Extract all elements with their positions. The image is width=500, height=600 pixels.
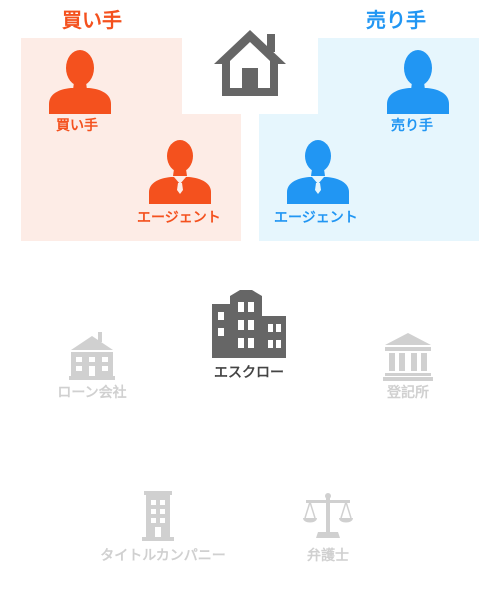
seller-panel: [318, 38, 479, 241]
buyer-agent-icon: [147, 138, 213, 204]
tall-building-icon: [140, 491, 176, 541]
bank-building-icon: [67, 330, 117, 380]
seller-person-icon: [385, 48, 451, 114]
office-buildings-icon: [212, 290, 286, 358]
house-icon: [210, 26, 290, 98]
government-building-icon: [383, 331, 433, 381]
buyer-person-label: 買い手: [56, 118, 98, 134]
seller-agent-icon: [285, 138, 351, 204]
escrow-label: エスクロー: [214, 365, 284, 381]
seller-person-label: 売り手: [391, 118, 433, 134]
buyer-title: 買い手: [62, 8, 122, 32]
registry-office-label: 登記所: [387, 385, 429, 401]
title-company-label: タイトルカンパニー: [100, 548, 226, 564]
seller-agent-label: エージェント: [274, 210, 358, 226]
scales-icon: [302, 492, 354, 538]
buyer-person-icon: [47, 48, 113, 114]
loan-company-label: ローン会社: [57, 385, 127, 401]
buyer-panel: [21, 38, 182, 241]
buyer-agent-label: エージェント: [137, 210, 221, 226]
seller-title: 売り手: [366, 8, 426, 32]
lawyer-label: 弁護士: [307, 548, 349, 564]
